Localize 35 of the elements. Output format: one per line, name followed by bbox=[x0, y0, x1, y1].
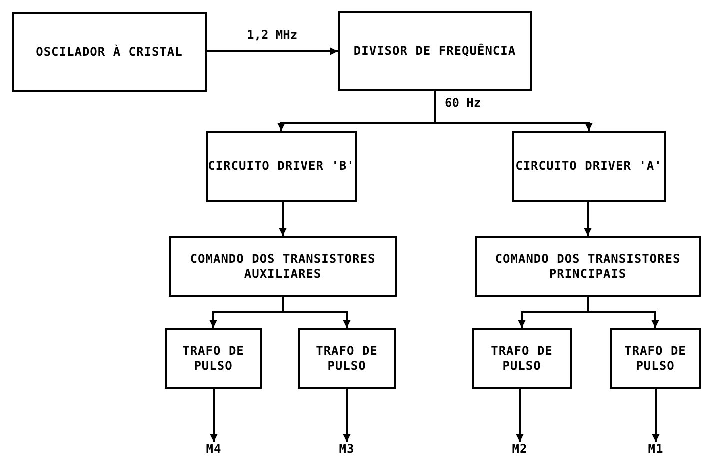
block-box bbox=[298, 328, 396, 389]
block-label: TRAFO DE PULSO bbox=[315, 344, 379, 374]
arrow bbox=[584, 202, 592, 236]
arrow bbox=[652, 389, 660, 442]
block-label: COMANDO DOS TRANSISTORES PRINCIPAIS bbox=[494, 252, 682, 282]
arrow bbox=[282, 297, 351, 328]
output-label: M2 bbox=[512, 442, 528, 456]
output-label: M3 bbox=[339, 442, 355, 456]
output-label: M1 bbox=[648, 442, 664, 456]
block-box bbox=[169, 236, 397, 297]
edge-label: 1,2 MHz bbox=[245, 28, 300, 42]
block-label: TRAFO DE PULSO bbox=[182, 344, 246, 374]
block-box bbox=[472, 328, 572, 389]
arrow bbox=[587, 297, 660, 328]
block-box bbox=[12, 12, 207, 92]
arrow bbox=[207, 48, 338, 56]
block-label: TRAFO DE PULSO bbox=[490, 344, 554, 374]
block-label: CIRCUITO DRIVER 'B' bbox=[208, 159, 355, 174]
block-label: CIRCUITO DRIVER 'A' bbox=[516, 159, 662, 174]
arrow bbox=[343, 389, 351, 442]
block-box bbox=[610, 328, 701, 389]
block-label: DIVISOR DE FREQUÊNCIA bbox=[354, 44, 516, 58]
block-box bbox=[512, 131, 666, 202]
arrow bbox=[279, 202, 287, 236]
block-label: OSCILADOR À CRISTAL bbox=[36, 44, 183, 60]
edge-label: 60 Hz bbox=[443, 96, 484, 110]
block-box bbox=[165, 328, 262, 389]
block-box bbox=[338, 11, 532, 91]
arrow bbox=[210, 389, 218, 442]
arrow bbox=[516, 389, 524, 442]
block-label: TRAFO DE PULSO bbox=[624, 344, 688, 374]
output-label: M4 bbox=[206, 442, 222, 456]
block-label: COMANDO DOS TRANSISTORES AUXILIARES bbox=[189, 252, 377, 282]
block-box bbox=[206, 131, 357, 202]
block-box bbox=[475, 236, 701, 297]
